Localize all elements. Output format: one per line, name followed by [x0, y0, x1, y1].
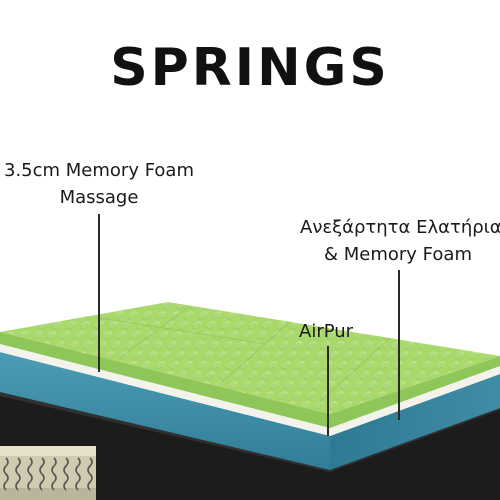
- springs-inset-image: [0, 446, 96, 500]
- green-foam-edge: [0, 332, 500, 428]
- leader-line-springs-memory-foam: [398, 270, 400, 420]
- page-title: SPRINGS: [110, 38, 390, 98]
- label-springs-memory-foam-line2: & Memory Foam: [324, 244, 472, 265]
- leader-line-airpur: [327, 346, 329, 436]
- label-airpur: AirPur: [299, 321, 354, 342]
- leader-line-memory-foam-massage: [98, 214, 100, 372]
- label-memory-foam-massage: 3.5cm Memory Foam Massage: [4, 157, 194, 211]
- blue-foam-front: [0, 352, 330, 470]
- label-memory-foam-massage-line2: Massage: [59, 187, 139, 208]
- airpur-layer: [0, 344, 500, 436]
- label-springs-memory-foam: Ανεξάρτητα Ελατήρια & Memory Foam: [300, 214, 500, 268]
- mattress-base: [0, 392, 500, 500]
- label-springs-memory-foam-line1: Ανεξάρτητα Ελατήρια: [300, 217, 500, 238]
- label-memory-foam-massage-line1: 3.5cm Memory Foam: [4, 160, 194, 181]
- blue-foam-right: [330, 374, 500, 470]
